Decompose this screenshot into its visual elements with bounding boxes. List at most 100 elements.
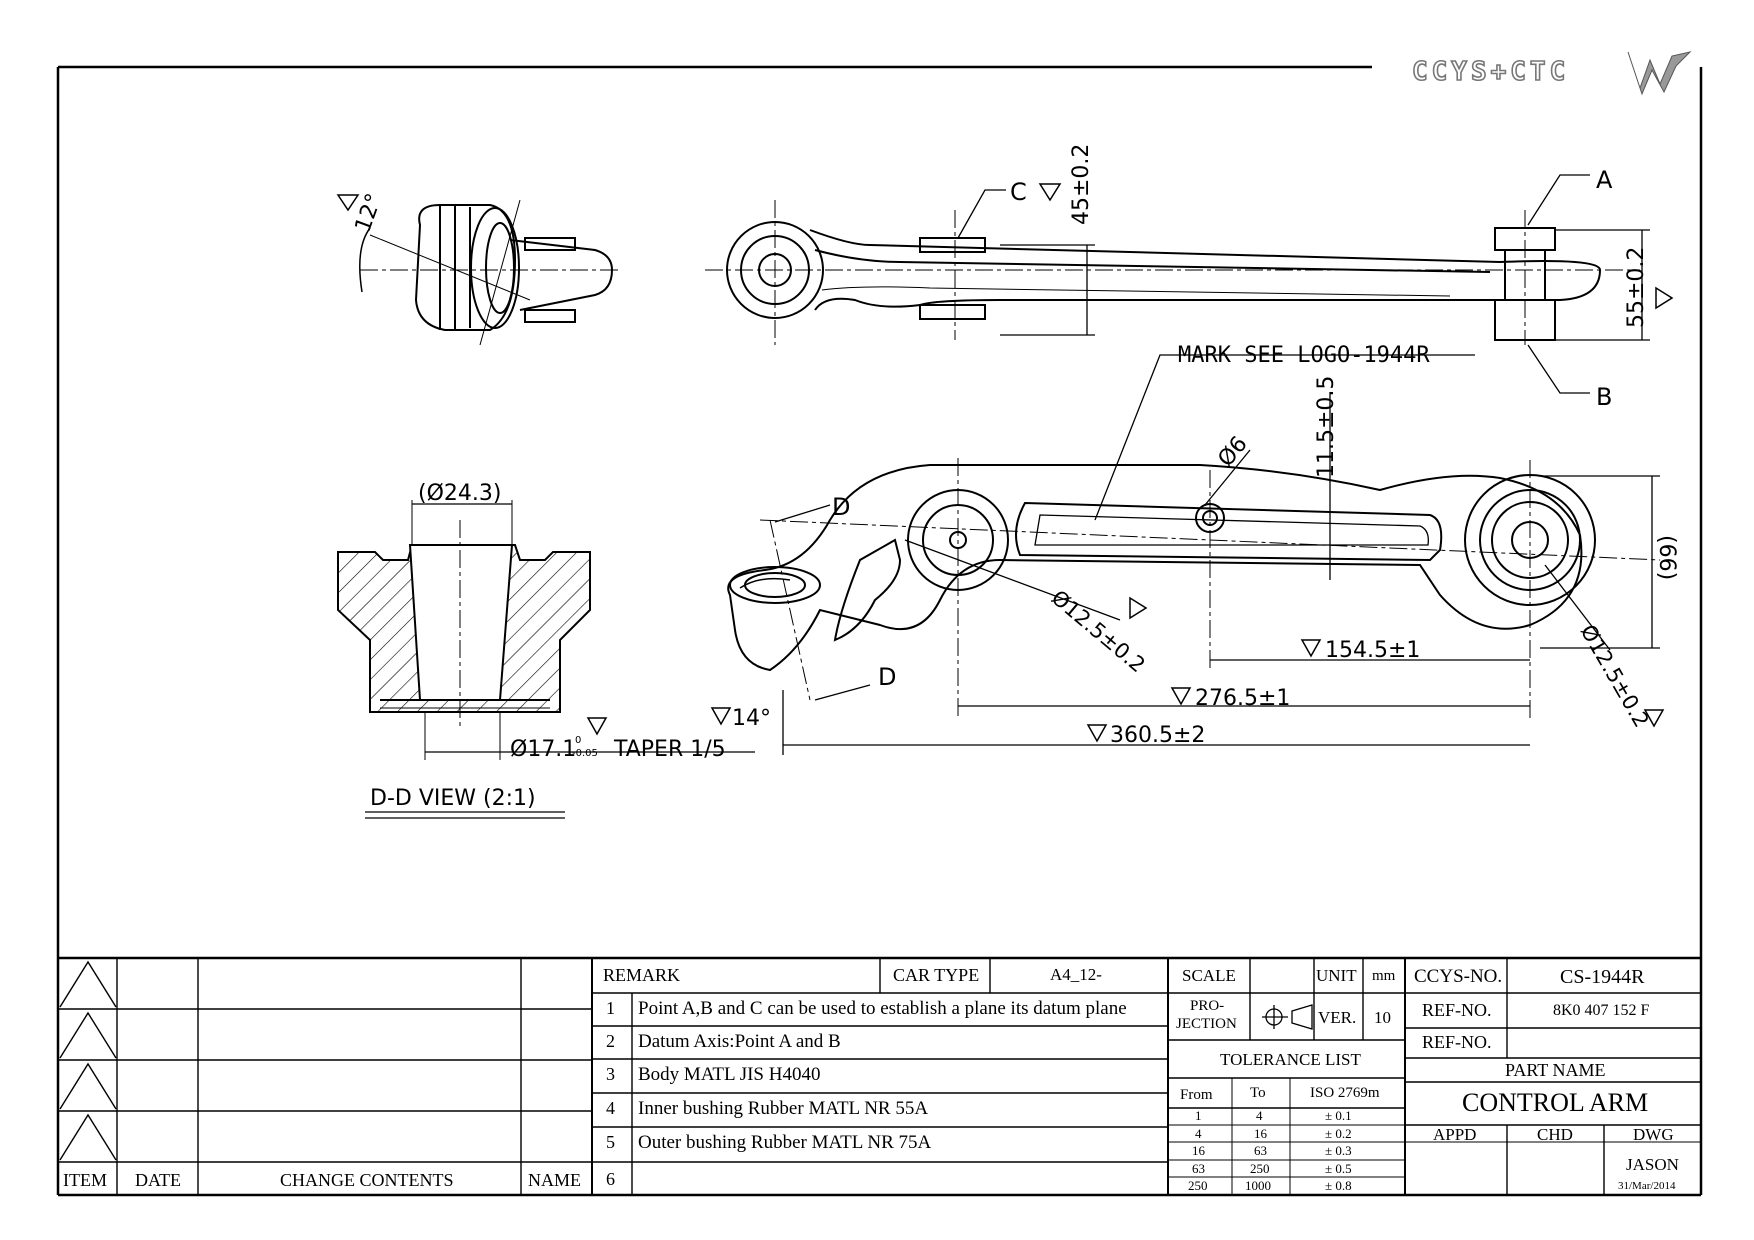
part-name-value: CONTROL ARM [1462,1088,1649,1117]
datum-triangle-icon [1655,286,1674,310]
ref-no-label-1: REF-NO. [1422,1000,1492,1020]
tol-header-to: To [1250,1085,1266,1101]
chd-label: CHD [1537,1125,1573,1144]
mark-see-logo: MARK SEE LOGO-1944R [1178,343,1430,368]
dim-55: 55±0.2 [1624,247,1649,328]
tol-row-from: 4 [1195,1126,1202,1141]
projection-label-1: PRO- [1190,998,1225,1014]
section-mark-d-bottom: D [878,663,896,691]
drawer-name: JASON [1626,1155,1679,1174]
revision-header-item: ITEM [63,1170,107,1190]
label-a: A [1596,166,1613,194]
scale-label: SCALE [1182,966,1236,985]
ccys-no-label: CCYS-NO. [1414,966,1503,987]
datum-triangle-icon [336,194,360,212]
dim-dia-24-3: (Ø24.3) [418,481,501,506]
label-b: B [1596,383,1612,411]
plan-dimensions [774,354,1660,755]
ref-no-label-2: REF-NO. [1422,1032,1492,1052]
ccys-no-value: CS-1944R [1560,966,1645,988]
tol-row-from: 63 [1192,1161,1205,1176]
revision-triangle-icons [59,960,117,1161]
tol-row-value: ± 0.2 [1325,1126,1352,1141]
datum-triangle-icon [1038,183,1062,202]
tol-row-from: 250 [1188,1178,1208,1193]
title-block-grid [58,956,1701,1195]
part-name-label: PART NAME [1505,1060,1606,1080]
tol-header-iso: ISO 2769m [1310,1085,1380,1101]
tol-row-value: ± 0.1 [1325,1108,1352,1123]
tol-lower: -0.05 [572,748,598,759]
datum-triangle-icon [710,707,732,726]
tol-row-from: 1 [1195,1108,1202,1123]
tol-row-to: 63 [1254,1143,1267,1158]
dim-360-5: 360.5±2 [1110,723,1205,748]
remark-row-3-text: Body MATL JIS H4040 [638,1064,821,1085]
projection-label-2: JECTION [1176,1016,1237,1032]
dim-276-5: 276.5±1 [1195,686,1290,711]
projection-symbol-icon [1262,1004,1313,1030]
dwg-label: DWG [1633,1125,1674,1144]
ver-value: 10 [1374,1008,1391,1027]
top-dimensions [957,174,1650,394]
tolerance-title: TOLERANCE LIST [1220,1050,1361,1069]
tol-row-value: ± 0.8 [1325,1178,1352,1193]
remark-row-2-no: 2 [606,1031,615,1051]
remark-row-1-text: Point A,B and C can be used to establish… [638,998,1127,1019]
revision-header-name: NAME [528,1170,581,1190]
company-logo: CCYS+CTC [1411,51,1692,96]
plan-view-arm [727,458,1661,720]
datum-triangle-icon [1129,596,1148,620]
remark-row-5-no: 5 [606,1132,615,1152]
unit-value: mm [1372,968,1396,984]
taper-label: TAPER 1/5 [613,737,726,762]
remark-row-6-no: 6 [606,1169,615,1189]
tol-row-from: 16 [1192,1143,1205,1158]
remark-row-4-no: 4 [606,1098,615,1118]
dim-66: (66) [1654,535,1679,580]
remark-row-3-no: 3 [606,1064,615,1084]
tol-header-from: From [1180,1087,1213,1103]
datum-triangle-icon [1300,639,1322,658]
tol-row-value: ± 0.5 [1325,1161,1352,1176]
datum-triangle-icon [1086,724,1108,743]
tol-row-to: 4 [1256,1108,1263,1123]
tol-row-to: 250 [1250,1161,1270,1176]
dim-45: 45±0.2 [1069,144,1094,225]
car-type-label: CAR TYPE [893,965,980,985]
tol-row-to: 1000 [1245,1178,1271,1193]
tol-upper: 0 [575,735,581,746]
remark-row-2-text: Datum Axis:Point A and B [638,1031,841,1052]
dim-11-5: 11.5±0.5 [1314,376,1339,478]
logo-text: CCYS+CTC [1412,57,1569,87]
datum-triangle-icon [1643,709,1665,728]
dim-dia-17-1: Ø17.1 [510,737,576,762]
remark-header: REMARK [603,965,681,985]
revision-header-date: DATE [135,1170,181,1190]
remark-row-1-no: 1 [606,998,615,1018]
remark-row-4-text: Inner bushing Rubber MATL NR 55A [638,1098,929,1119]
datum-triangle-icon [586,717,608,736]
car-type-value: A4_12- [1050,965,1102,984]
datum-triangle-icon [1170,687,1192,706]
ver-label: VER. [1318,1008,1357,1027]
dd-view-title: D-D VIEW (2:1) [370,786,536,811]
ref-no-value-1: 8K0 407 152 F [1553,1002,1650,1019]
drawing-date: 31/Mar/2014 [1618,1180,1676,1192]
appd-label: APPD [1433,1125,1477,1144]
sheet-frame [56,65,1703,1197]
remark-row-5-text: Outer bushing Rubber MATL NR 75A [638,1132,932,1153]
top-view-arm [705,200,1640,345]
side-view-left [359,199,620,346]
tol-row-value: ± 0.3 [1325,1143,1352,1158]
tol-row-to: 16 [1254,1126,1267,1141]
section-dd-view [337,500,755,760]
section-mark-d-top: D [832,493,850,521]
revision-header-change: CHANGE CONTENTS [280,1170,454,1190]
unit-label: UNIT [1316,966,1357,985]
label-c: C [1010,178,1027,206]
angle-14-label: 14° [732,706,771,731]
dim-154-5: 154.5±1 [1325,638,1420,663]
